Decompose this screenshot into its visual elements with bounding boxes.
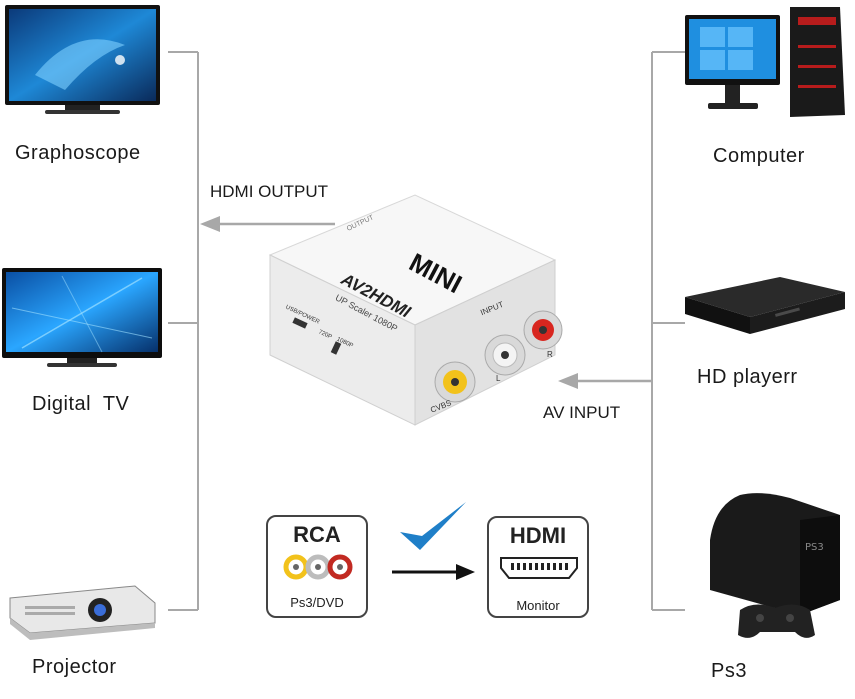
device-label-ps3: Ps3 [711,660,747,682]
hd-player-icon [685,277,845,334]
rca-legend-sub: Ps3/DVD [290,595,344,610]
converter-port-r: R [547,350,553,359]
hdmi-legend-sub: Monitor [516,598,560,613]
device-label-hd-player: HD playerr [697,366,798,388]
digital-tv-icon [2,268,162,367]
hdmi-output-label: HDMI OUTPUT [210,182,329,201]
hdmi-port-icon [500,557,578,579]
projector-icon [9,585,156,640]
ps3-icon: PS3 [710,493,840,638]
converter-port-l: L [496,374,501,383]
rca-legend-title: RCA [293,522,341,547]
right-arrow-icon [392,564,475,580]
rca-plugs-icon [283,554,353,580]
converter-box [268,194,563,426]
computer-icon [685,7,845,117]
device-label-digital-tv: Digital TV [32,393,130,415]
graphoscope-icon [5,5,160,114]
av-input-label: AV INPUT [543,403,621,422]
rca-jack-yellow [434,361,476,403]
device-label-projector: Projector [32,656,117,678]
device-label-graphoscope: Graphoscope [15,142,141,164]
checkmark-icon [400,502,466,550]
rca-legend-box: RCA Ps3/DVD [266,515,368,618]
svg-text:PS3: PS3 [805,542,824,553]
rca-jack-white [484,334,526,376]
rca-jack-red [523,310,563,350]
hdmi-legend-title: HDMI [509,523,567,548]
hdmi-legend-box: HDMI Monitor [487,516,589,618]
device-label-computer: Computer [713,145,805,167]
